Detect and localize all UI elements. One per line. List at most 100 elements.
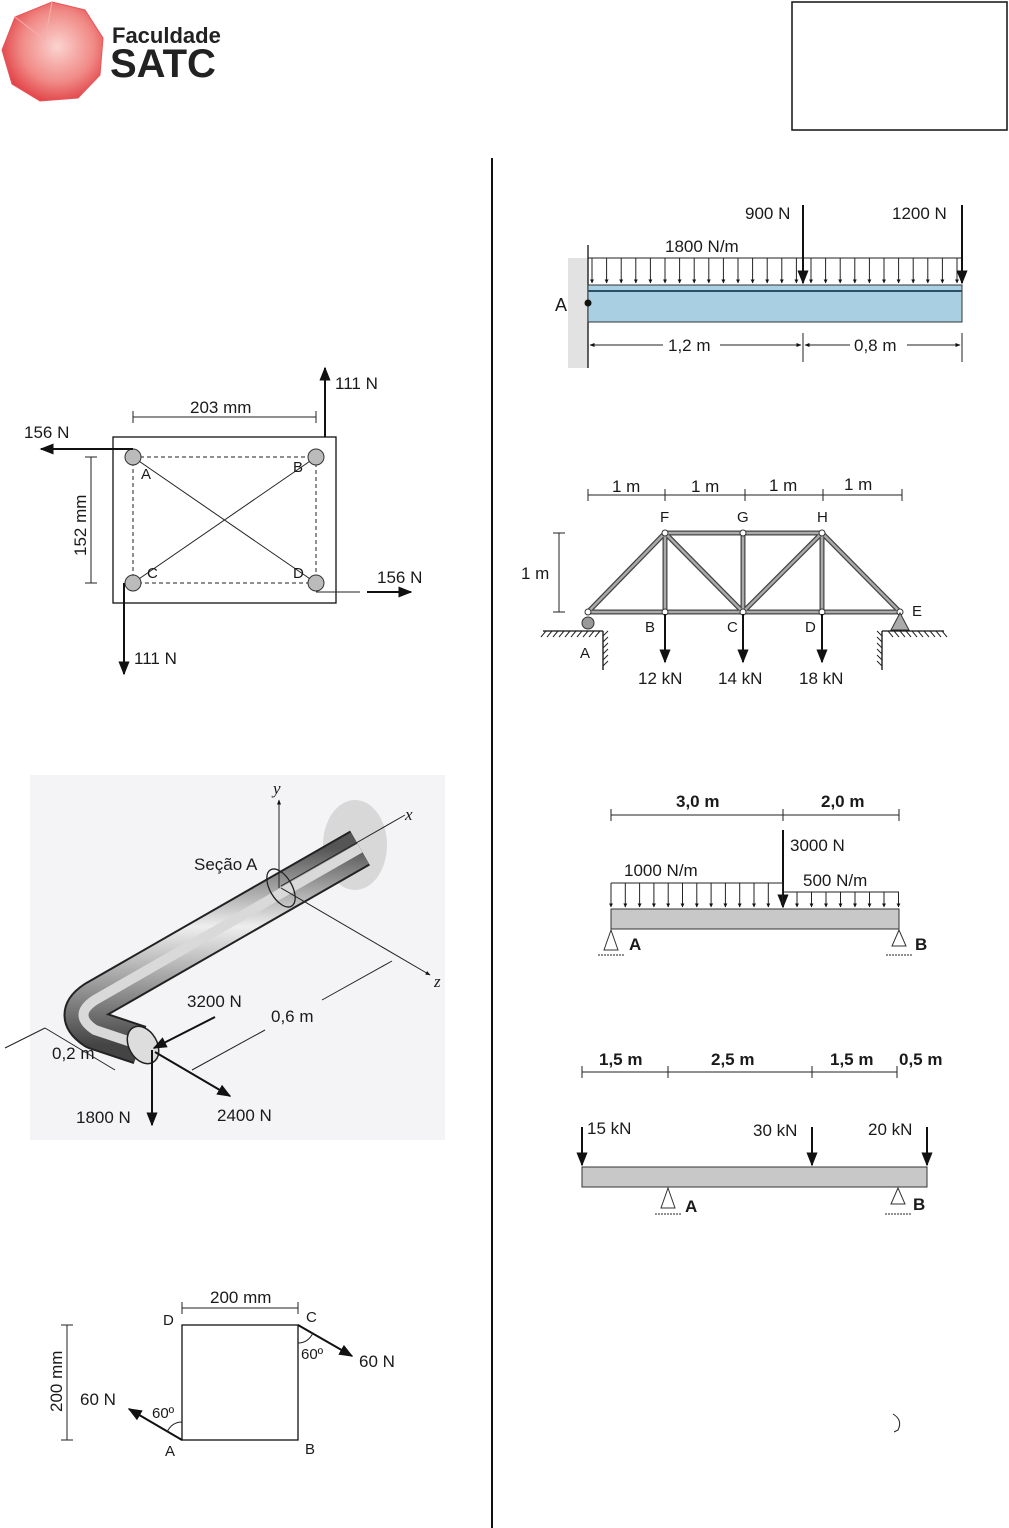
truss-diagram: 1 m 1 m 1 m 1 m 1 m F G H A B C D E 12 k… <box>521 475 948 688</box>
ground-hatch <box>893 630 900 638</box>
square-top-dim: 200 mm <box>210 1288 271 1307</box>
span-4: 1 m <box>844 475 872 494</box>
wall-hatch <box>602 660 609 667</box>
pipe-diagram: y x z Seção A 3200 N 1800 N 2400 N 0,6 m… <box>4 775 445 1140</box>
wall-hatch <box>876 630 883 637</box>
truss-joint <box>818 529 826 537</box>
force-1800: 1800 N <box>76 1108 131 1127</box>
ground-hatch <box>905 630 912 638</box>
node-d: D <box>805 619 816 636</box>
ground-hatch <box>935 630 942 638</box>
ground-hatch <box>911 630 918 638</box>
wall-hatch <box>602 630 609 637</box>
ground-hatch <box>558 630 565 638</box>
truss-member-fill <box>587 532 666 613</box>
logo-gem-icon <box>1 1 104 102</box>
pin-support-a <box>603 928 619 951</box>
ground-hatch <box>929 630 936 638</box>
roller-support-b <box>890 1186 906 1205</box>
dim-0-6: 0,6 m <box>271 1007 314 1026</box>
force-a: 60 N <box>80 1390 116 1409</box>
ground-hatch <box>570 630 577 638</box>
plate-force-left: 156 N <box>24 423 69 442</box>
load-12kn: 12 kN <box>638 669 682 688</box>
wall-hatch <box>602 648 609 655</box>
force-c: 60 N <box>359 1352 395 1371</box>
truss-member-fill <box>664 532 744 613</box>
label-b: B <box>305 1441 315 1458</box>
fixed-wall <box>568 258 588 368</box>
label-a: A <box>141 466 151 483</box>
logo-line1: Faculdade <box>112 23 221 48</box>
beam1-dim-2: 2,0 m <box>821 792 864 811</box>
load-900: 900 N <box>745 204 790 223</box>
plate-force-right: 156 N <box>377 568 422 587</box>
section-a-label: Seção A <box>194 855 258 874</box>
span-1: 1 m <box>612 477 640 496</box>
load-1200: 1200 N <box>892 204 947 223</box>
ground-hatch <box>582 630 589 638</box>
wall-hatch <box>876 660 883 667</box>
load-14kn: 14 kN <box>718 669 762 688</box>
label-c: C <box>147 565 158 582</box>
load-18kn: 18 kN <box>799 669 843 688</box>
roller-support-a <box>581 616 595 630</box>
plate-width-dim: 203 mm <box>190 398 251 417</box>
plate-diagram: 203 mm 111 N 156 N 152 mm 156 N 111 N A … <box>24 366 422 676</box>
grade-box <box>791 1 1008 131</box>
pin-c <box>124 574 142 592</box>
force-2400: 2400 N <box>217 1106 272 1125</box>
wall-hatch <box>876 636 883 643</box>
beam2-dim-4: 0,5 m <box>899 1050 942 1069</box>
dim-1-2: 1,2 m <box>668 336 711 355</box>
label-d: D <box>293 565 304 582</box>
plate-force-top: 111 N <box>335 374 378 393</box>
force-3200: 3200 N <box>187 992 242 1011</box>
node-c: C <box>727 619 738 636</box>
beam1-point-load: 3000 N <box>790 836 845 855</box>
moment-curl-icon <box>892 1413 901 1433</box>
cantilever-diagram: 900 N 1200 N 1800 N/m A 1,2 m 0,8 m <box>555 204 968 368</box>
ground-hatch <box>923 630 930 638</box>
node-g: G <box>737 509 749 526</box>
pin-support-e <box>890 611 910 631</box>
ground-hatch <box>899 630 906 638</box>
wall-hatch <box>876 654 883 661</box>
axis-z-label: z <box>433 972 441 991</box>
plate-height-dim: 152 mm <box>71 495 90 556</box>
dim-0-2: 0,2 m <box>52 1044 95 1063</box>
wall-hatch <box>876 648 883 655</box>
beam2-diagram: 1,5 m 2,5 m 1,5 m 0,5 m 15 kN 30 kN 20 k… <box>576 1050 942 1216</box>
wall-hatch <box>602 654 609 661</box>
beam1-dist-left: 1000 N/m <box>624 861 698 880</box>
node-e: E <box>912 603 922 620</box>
node-a: A <box>580 645 590 662</box>
axis-x-label: x <box>404 805 413 824</box>
pin-b <box>307 448 325 466</box>
beam1-support-a: A <box>629 935 641 954</box>
logo-line2: SATC <box>110 42 216 86</box>
beam1-dist-right: 500 N/m <box>803 871 867 890</box>
node-f: F <box>660 509 669 526</box>
angle-c: 60º <box>301 1346 324 1363</box>
beam2-load-30: 30 kN <box>753 1121 797 1140</box>
label-d: D <box>163 1312 174 1329</box>
square-diagram: 200 mm 200 mm D C A B 60º 60 N 60º 60 N <box>47 1288 395 1460</box>
wall-hatch <box>602 642 609 649</box>
truss-member-fill <box>742 532 823 613</box>
beam2 <box>581 1166 928 1188</box>
beam2-dim-1: 1,5 m <box>599 1050 642 1069</box>
node-h: H <box>817 509 828 526</box>
dist-load: 1800 N/m <box>665 237 739 256</box>
span-2: 1 m <box>691 477 719 496</box>
ground-hatch <box>588 630 595 638</box>
span-3: 1 m <box>769 476 797 495</box>
ground-hatch <box>594 630 601 638</box>
ground-hatch <box>887 630 894 638</box>
ground-hatch <box>540 630 547 638</box>
beam1 <box>610 908 900 930</box>
dim-0-8: 0,8 m <box>854 336 897 355</box>
beam2-dim-2: 2,5 m <box>711 1050 754 1069</box>
beam2-support-a: A <box>685 1197 697 1216</box>
